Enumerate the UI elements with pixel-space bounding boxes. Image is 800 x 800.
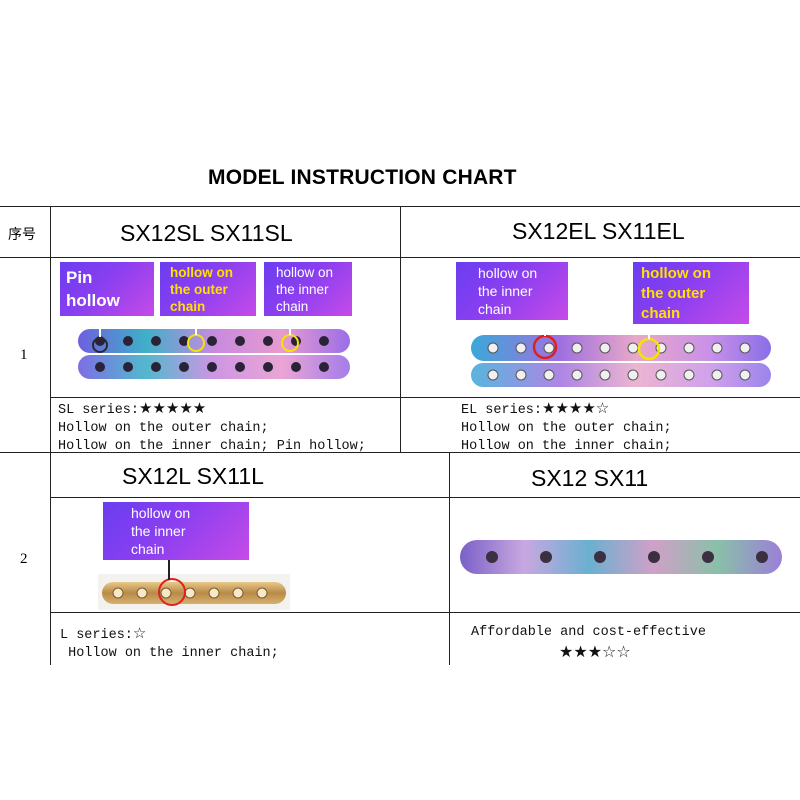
chart-title: MODEL INSTRUCTION CHART <box>208 166 517 189</box>
sl-rating-stars: ★★★★★ <box>139 399 207 417</box>
row-2-index: 2 <box>20 551 28 567</box>
el-feature-inner: Hollow on the inner chain; <box>461 439 672 454</box>
callout-el-inner-chain: hollow on the inner chain <box>456 262 568 320</box>
standard-chain-photo <box>452 520 790 594</box>
callout-el-outer-chain: hollow on the outer chain <box>633 262 749 324</box>
sl-chain-photo <box>56 259 354 396</box>
standard-rating-stars: ★★★☆☆ <box>559 642 631 661</box>
sl-feature-inner-pin: Hollow on the inner chain; Pin hollow; <box>58 439 366 454</box>
l-chain-photo <box>98 574 290 610</box>
row1-left-model-header: SX12SL SX11SL <box>120 220 293 246</box>
l-series-description: L series:☆ Hollow on the inner chain; <box>60 624 279 663</box>
callout-sl-outer-chain: hollow on the outer chain <box>160 262 256 316</box>
l-feature-inner: Hollow on the inner chain; <box>68 646 279 661</box>
sl-feature-outer: Hollow on the outer chain; <box>58 421 269 436</box>
row1-right-model-header: SX12EL SX11EL <box>512 218 685 244</box>
el-series-label: EL series: <box>461 403 543 418</box>
index-column-header: 序号 <box>8 227 36 243</box>
sl-series-description: SL series:★★★★★ Hollow on the outer chai… <box>58 399 366 456</box>
row-1-index: 1 <box>20 347 28 363</box>
row2-left-model-header: SX12L SX11L <box>122 463 264 489</box>
callout-l-inner-chain: hollow on the inner chain <box>103 502 249 560</box>
el-chain-photo <box>455 259 775 396</box>
callout-pin-hollow: Pin hollow <box>60 262 154 316</box>
callout-pointer <box>168 560 170 580</box>
callout-sl-inner-chain: hollow on the inner chain <box>264 262 352 316</box>
l-rating-stars: ☆ <box>132 624 147 642</box>
row2-right-model-header: SX12 SX11 <box>531 465 649 491</box>
el-series-description: EL series:★★★★☆ Hollow on the outer chai… <box>461 399 672 456</box>
l-series-label: L series: <box>60 628 133 643</box>
standard-description: Affordable and cost-effective <box>471 625 706 640</box>
sl-series-label: SL series: <box>58 403 140 418</box>
el-rating-stars: ★★★★☆ <box>542 399 610 417</box>
el-feature-outer: Hollow on the outer chain; <box>461 421 672 436</box>
